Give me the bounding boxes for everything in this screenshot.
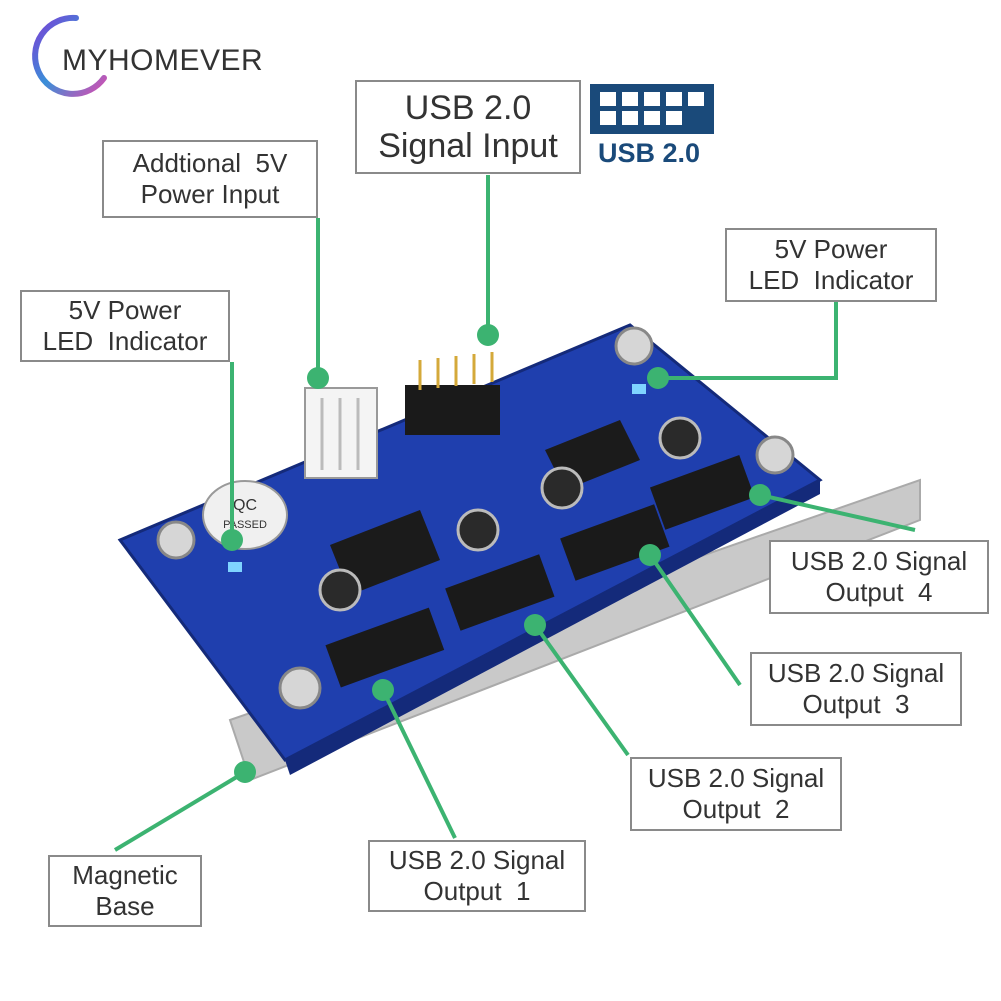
qc-text: QC (233, 497, 257, 514)
brand-swirl-icon (32, 14, 107, 97)
usb-connector-icon (590, 84, 714, 134)
led-right (632, 384, 646, 394)
pcb-edge (285, 480, 820, 775)
bolt-1 (156, 520, 196, 560)
qc-sticker (202, 480, 288, 550)
leader-lines (113, 175, 916, 852)
input-header (405, 385, 500, 435)
capacitor-1 (318, 568, 362, 612)
output-header-4 (649, 454, 755, 530)
passed-text: PASSED (223, 519, 267, 531)
brand-name: MYHOMEVER (62, 44, 264, 77)
usb-badge-text: USB 2.0 (598, 138, 701, 168)
capacitor-4 (658, 416, 702, 460)
output-header-1 (325, 607, 445, 688)
leader-dots (221, 324, 771, 783)
bolt-2 (614, 326, 654, 366)
capacitor-2 (456, 508, 500, 552)
output-header-3 (560, 504, 670, 581)
capacitor-3 (540, 466, 584, 510)
led-left (228, 562, 242, 572)
hub-chip-1 (330, 510, 440, 595)
bolt-4 (278, 666, 322, 710)
bolt-3 (755, 435, 795, 475)
output-header-2 (445, 554, 555, 631)
